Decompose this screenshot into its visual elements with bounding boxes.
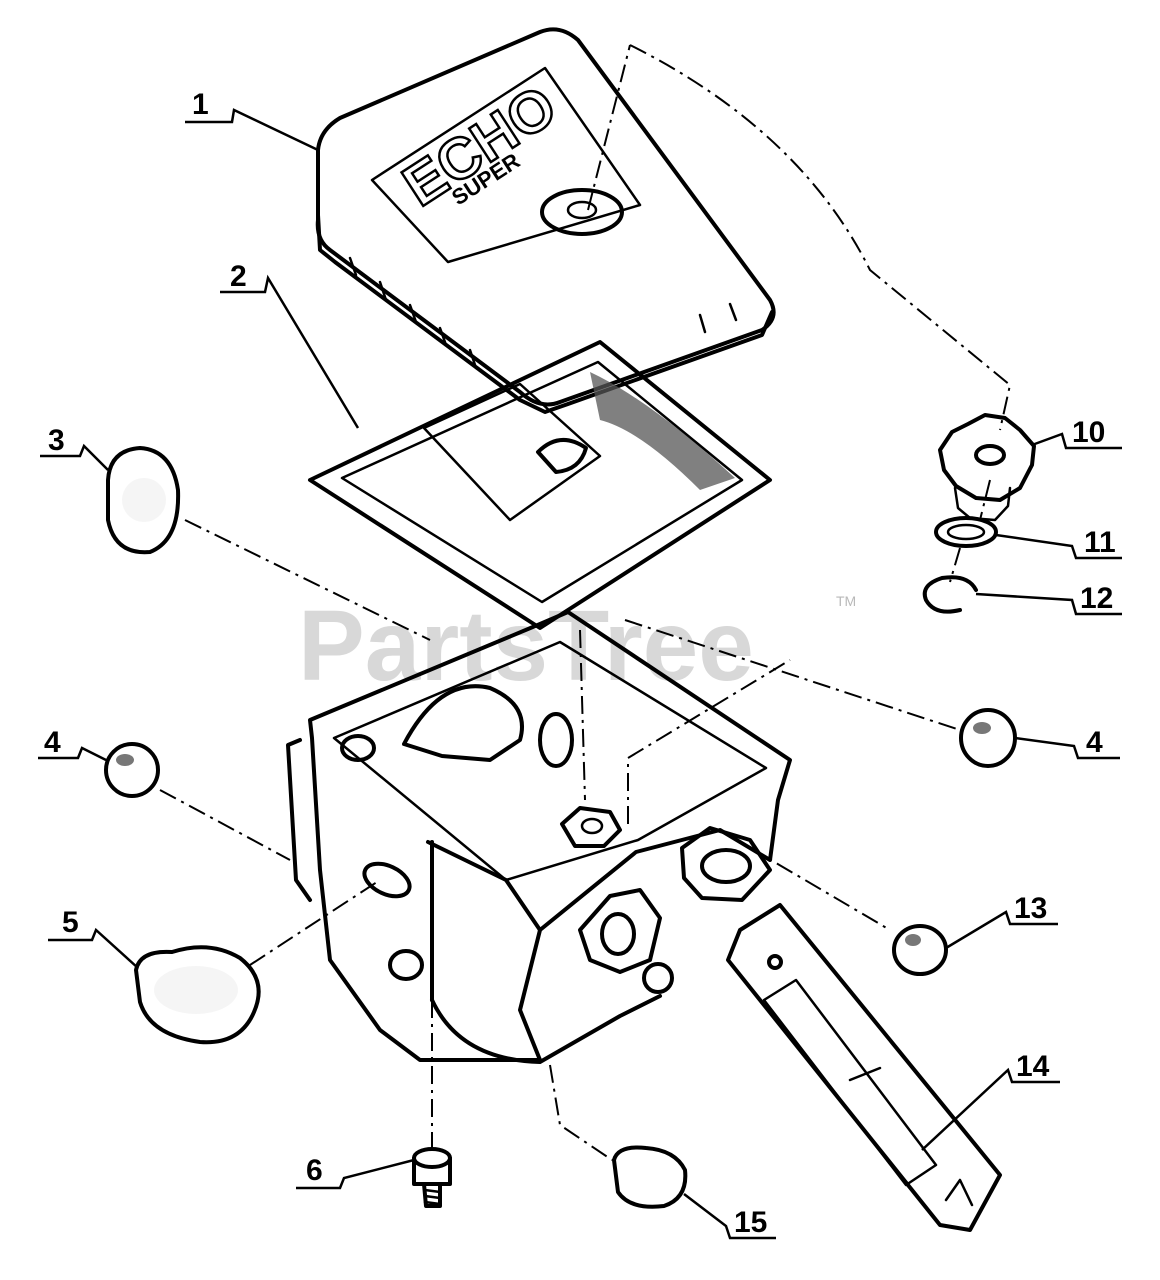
assembly-lines xyxy=(159,44,1012,1161)
callout-10: 10 xyxy=(1072,416,1105,449)
callout-5: 5 xyxy=(62,906,79,939)
callout-4a: 4 xyxy=(44,726,61,759)
callout-15: 15 xyxy=(734,1206,767,1239)
part-5-pad[interactable] xyxy=(134,945,261,1045)
part-3-grommet[interactable] xyxy=(106,446,181,555)
part-15-grommet[interactable] xyxy=(612,1145,688,1209)
part-2-filter[interactable] xyxy=(308,340,772,630)
watermark-tm: TM xyxy=(836,593,856,609)
watermark-text: PartsTree xyxy=(298,590,754,702)
callout-14: 14 xyxy=(1016,1050,1050,1083)
callout-12: 12 xyxy=(1080,582,1113,615)
callout-6: 6 xyxy=(306,1154,323,1187)
part-6-bolt[interactable] xyxy=(412,1147,452,1208)
callout-1: 1 xyxy=(192,88,209,121)
callout-leaders xyxy=(38,108,1122,1240)
part-10-knob[interactable] xyxy=(938,413,1036,522)
callout-labels: 1 2 3 4 4 5 6 10 11 12 13 14 15 xyxy=(44,88,1116,1239)
part-4a-bushing[interactable] xyxy=(104,742,160,798)
part-11-washer[interactable] xyxy=(934,516,998,548)
part-1-cover[interactable]: ECHO SUPER xyxy=(315,27,776,414)
air-cleaner-case[interactable] xyxy=(286,610,1002,1232)
callout-11: 11 xyxy=(1084,526,1116,559)
callout-13: 13 xyxy=(1014,892,1047,925)
part-12-clip[interactable] xyxy=(922,575,978,614)
callout-4b: 4 xyxy=(1086,726,1103,759)
callout-3: 3 xyxy=(48,424,65,457)
callout-2: 2 xyxy=(230,260,247,293)
part-13-grommet[interactable] xyxy=(892,924,948,976)
part-4b-bushing[interactable] xyxy=(959,708,1017,768)
